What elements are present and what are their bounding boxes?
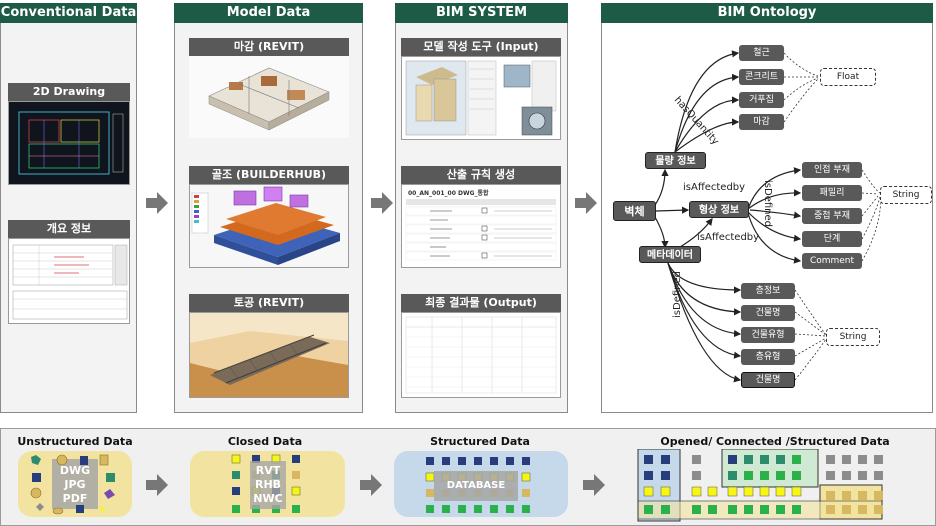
node-concrete: 콘크리트 xyxy=(739,69,784,85)
edge-is-defined-2: isDefined xyxy=(672,271,683,318)
conventional-data-title: Conventional Data xyxy=(0,3,137,23)
flow-arrow-icon xyxy=(146,192,168,214)
input-tool-image xyxy=(401,56,561,140)
format-nwc: NWC xyxy=(253,492,283,505)
overview-info-image xyxy=(8,238,130,324)
flow-arrow-icon xyxy=(371,192,393,214)
earthwork-revit-label: 토공 (REVIT) xyxy=(189,294,349,312)
conventional-data-panel xyxy=(0,3,137,413)
node-adjacent-member: 인접 부재 xyxy=(802,162,862,178)
node-step: 단계 xyxy=(802,231,862,247)
finish-model-image xyxy=(189,56,349,138)
closed-data-title: Closed Data xyxy=(227,435,303,448)
node-formwork: 거푸집 xyxy=(739,92,784,108)
format-rvt: RVT xyxy=(255,464,281,477)
2d-drawing-image xyxy=(8,101,130,185)
overview-info-label: 개요 정보 xyxy=(8,220,130,238)
structure-builderhub-label: 골조 (BUILDERHUB) xyxy=(189,166,349,184)
earthwork-model-image xyxy=(189,312,349,398)
structured-data-title: Structured Data xyxy=(430,435,530,448)
opened-data-title: Opened/ Connected /Structured Data xyxy=(660,435,890,448)
edge-is-defined-1: isDefined xyxy=(762,180,773,227)
unstructured-file-icons: ✕ xyxy=(30,454,115,516)
node-comment: Comment xyxy=(802,253,862,269)
structure-model-image xyxy=(189,184,349,268)
node-floor-info: 층정보 xyxy=(741,283,795,299)
format-rhb: RHB xyxy=(254,478,282,491)
finish-revit-label: 마감 (REVIT) xyxy=(189,38,349,56)
input-tool-label: 모델 작성 도구 (Input) xyxy=(401,38,561,56)
edge-is-affected-by-2: isAffectedby xyxy=(697,232,759,243)
format-pdf: PDF xyxy=(62,492,88,505)
node-metadata: 메타데이터 xyxy=(639,246,701,263)
output-result-label: 최종 결과물 (Output) xyxy=(401,294,561,312)
bim-ontology-title: BIM Ontology xyxy=(601,3,933,23)
node-overlap-member: 중첩 부재 xyxy=(802,208,862,224)
closed-data-grid xyxy=(231,454,301,513)
node-family: 패밀리 xyxy=(802,185,862,201)
node-finish: 마감 xyxy=(739,114,784,130)
node-quantity-info: 물량 정보 xyxy=(645,152,706,169)
flow-arrow-icon xyxy=(583,474,605,496)
flow-arrow-icon xyxy=(360,474,382,496)
node-building-type: 건물유형 xyxy=(741,327,795,343)
node-building-name: 건물명 xyxy=(741,305,795,321)
svg-text:✕: ✕ xyxy=(98,505,106,516)
edge-is-affected-by-1: isAffectedby xyxy=(683,182,745,193)
node-shape-info: 형상 정보 xyxy=(689,201,749,218)
rule-generation-label: 산출 규칙 생성 xyxy=(401,166,561,184)
unstructured-data-title: Unstructured Data xyxy=(17,435,133,448)
format-jpg: JPG xyxy=(64,478,86,491)
node-wall: 벽체 xyxy=(613,201,656,221)
rule-table-title: 00_AN_001_00 DWG_통합 xyxy=(408,190,489,197)
type-string-1: String xyxy=(880,186,932,204)
format-dwg: DWG xyxy=(59,464,91,477)
type-string-2: String xyxy=(826,328,880,346)
structured-data-grid xyxy=(425,457,531,513)
node-building-name-2: 건물명 xyxy=(741,372,795,388)
opened-data-grid xyxy=(637,449,883,522)
rule-generation-image: 00_AN_001_00 DWG_통합 xyxy=(401,184,561,268)
output-result-image xyxy=(401,312,561,398)
type-float: Float xyxy=(820,68,876,86)
bim-system-title: BIM SYSTEM xyxy=(395,3,568,23)
database-label: DATABASE xyxy=(446,480,506,491)
node-floor-type: 층유형 xyxy=(741,349,795,365)
ontology-graph: hasQuantity isAffectedby isAffectedby is… xyxy=(654,50,882,383)
2d-drawing-label: 2D Drawing xyxy=(8,83,130,101)
flow-arrow-icon xyxy=(146,474,168,496)
node-rebar: 철근 xyxy=(739,45,784,61)
model-data-title: Model Data xyxy=(174,3,363,23)
flow-arrow-icon xyxy=(575,192,597,214)
